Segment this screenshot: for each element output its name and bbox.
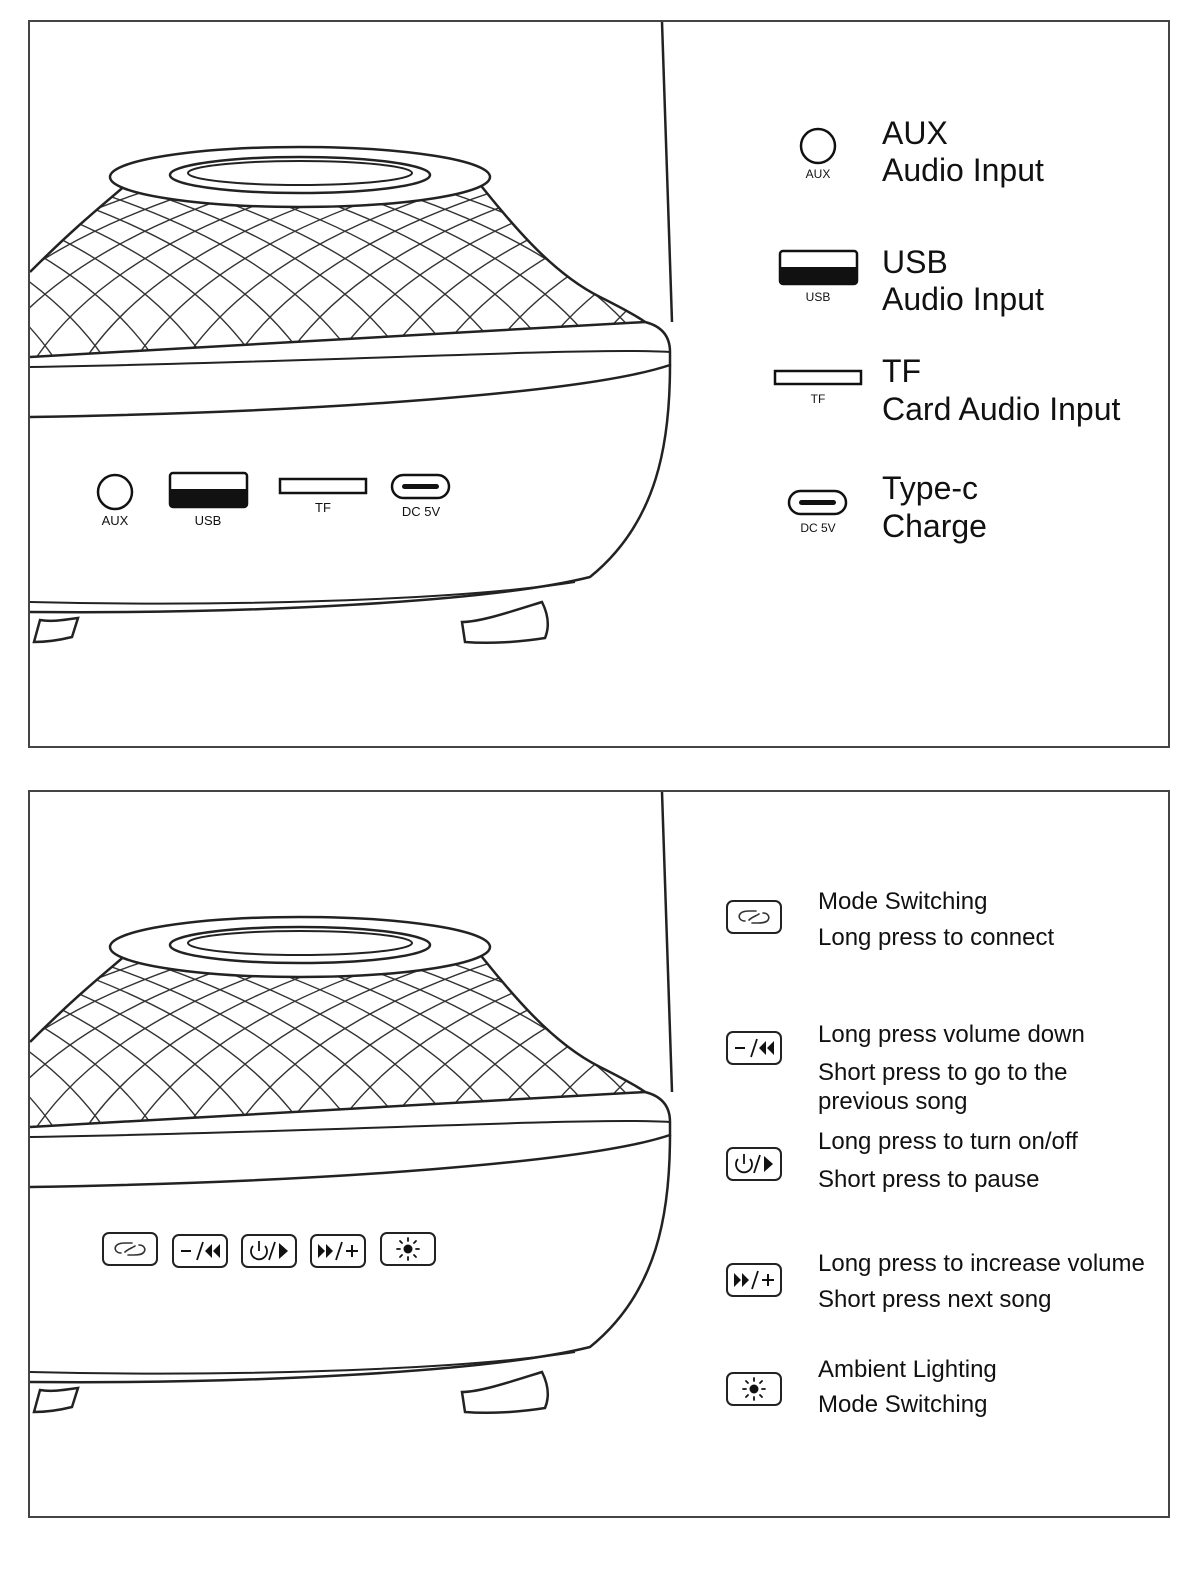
legend-type-c-icon-label: DC 5V bbox=[800, 521, 835, 535]
legend-type-c-subtitle: Charge bbox=[882, 508, 987, 544]
legend-prev-line-2: Short press to go to the bbox=[818, 1059, 1068, 1086]
legend-usb-subtitle: Audio Input bbox=[882, 281, 1044, 317]
ports-panel: AUX USB TF DC 5V AUX USB TF bbox=[28, 20, 1170, 748]
device-dc-label: DC 5V bbox=[402, 504, 441, 519]
legend-prev-line-3: previous song bbox=[818, 1088, 968, 1115]
device-aux-label: AUX bbox=[102, 513, 129, 528]
legend-aux-subtitle: Audio Input bbox=[882, 152, 1044, 188]
device-usb-label: USB bbox=[195, 513, 222, 528]
device-mode-button bbox=[102, 1232, 158, 1266]
device-volume-down-previous-button bbox=[172, 1234, 228, 1268]
legend-next-line-1: Long press to increase volume bbox=[818, 1250, 1145, 1277]
aux-port-icon bbox=[96, 473, 134, 511]
device-usb-port: USB bbox=[168, 471, 249, 528]
speaker-illustration-buttons bbox=[30, 792, 782, 1415]
legend-next-line-2: Short press next song bbox=[818, 1286, 1052, 1313]
ambient-light-icon bbox=[726, 1372, 782, 1406]
legend-tf-icon-label: TF bbox=[811, 392, 826, 406]
legend-usb-title: USB bbox=[882, 244, 948, 280]
speaker-illustration-ports: AUX USB TF DC 5V AUX USB TF bbox=[30, 22, 863, 645]
legend-usb-icon-label: USB bbox=[806, 290, 831, 304]
legend-tf-title: TF bbox=[882, 353, 922, 389]
tf-slot-icon bbox=[773, 369, 863, 386]
legend-aux-icon-group: AUX bbox=[799, 127, 837, 181]
legend-tf-subtitle: Card Audio Input bbox=[882, 391, 1121, 427]
legend-usb-icon-group: USB bbox=[778, 249, 859, 304]
legend-power-line-2: Short press to pause bbox=[818, 1166, 1040, 1193]
tf-slot-icon bbox=[278, 477, 368, 495]
device-aux-port: AUX bbox=[96, 473, 134, 528]
legend-power-line-1: Long press to turn on/off bbox=[818, 1128, 1078, 1155]
device-dc-port: DC 5V bbox=[390, 473, 451, 519]
legend-mode-line-1: Mode Switching bbox=[818, 888, 988, 915]
device-power-play-button bbox=[241, 1234, 297, 1268]
device-ambient-light-button bbox=[380, 1232, 436, 1266]
next-volume-up-icon bbox=[726, 1263, 782, 1297]
device-tf-label: TF bbox=[315, 500, 331, 515]
device-next-volume-up-button bbox=[310, 1234, 366, 1268]
legend-light-line-2: Mode Switching bbox=[818, 1391, 988, 1418]
buttons-panel: Mode Switching Long press to connect Lon… bbox=[28, 790, 1170, 1518]
device-tf-slot: TF bbox=[278, 477, 368, 515]
aux-port-icon bbox=[799, 127, 837, 165]
power-play-icon bbox=[726, 1147, 782, 1181]
legend-tf-icon-group: TF bbox=[773, 369, 863, 406]
legend-aux-icon-label: AUX bbox=[806, 167, 831, 181]
legend-prev-line-1: Long press volume down bbox=[818, 1021, 1085, 1048]
legend-type-c-icon-group: DC 5V bbox=[787, 489, 848, 535]
legend-type-c-title: Type-c bbox=[882, 470, 979, 506]
volume-down-previous-icon bbox=[726, 1031, 782, 1065]
link-mode-icon bbox=[726, 900, 782, 934]
legend-aux-title: AUX bbox=[882, 115, 948, 151]
legend-light-line-1: Ambient Lighting bbox=[818, 1356, 997, 1383]
legend-mode-line-2: Long press to connect bbox=[818, 924, 1055, 951]
